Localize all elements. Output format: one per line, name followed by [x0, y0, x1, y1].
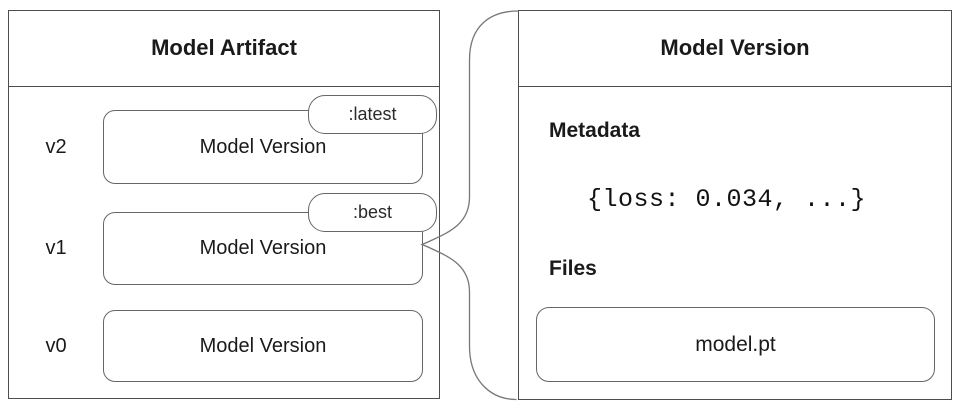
model-artifact-panel: Model Artifact v2 Model Version :latest …: [8, 10, 440, 399]
alias-tag-best: :best: [308, 193, 437, 232]
version-label-v2: v2: [45, 136, 67, 158]
model-version-node-label: Model Version: [199, 334, 327, 357]
model-version-node-label: Model Version: [199, 135, 327, 158]
file-name-label: model.pt: [695, 332, 776, 356]
alias-tag-latest: :latest: [308, 95, 437, 134]
model-version-node-label: Model Version: [199, 237, 327, 259]
files-section-label: Files: [549, 257, 597, 280]
alias-tag-label: :best: [352, 202, 393, 222]
version-label-v1: v1: [45, 237, 67, 259]
alias-tag-label: :latest: [348, 104, 397, 124]
file-node-model-pt: model.pt: [536, 307, 935, 382]
model-version-panel: Model Version Metadata {loss: 0.034, ...…: [518, 10, 952, 400]
version-label-v0: v0: [45, 335, 67, 357]
metadata-value: {loss: 0.034, ...}: [587, 185, 867, 214]
model-artifact-title: Model Artifact: [9, 11, 439, 87]
model-version-title: Model Version: [519, 11, 951, 87]
model-version-node-v0: Model Version: [103, 310, 423, 382]
metadata-section-label: Metadata: [549, 119, 641, 142]
